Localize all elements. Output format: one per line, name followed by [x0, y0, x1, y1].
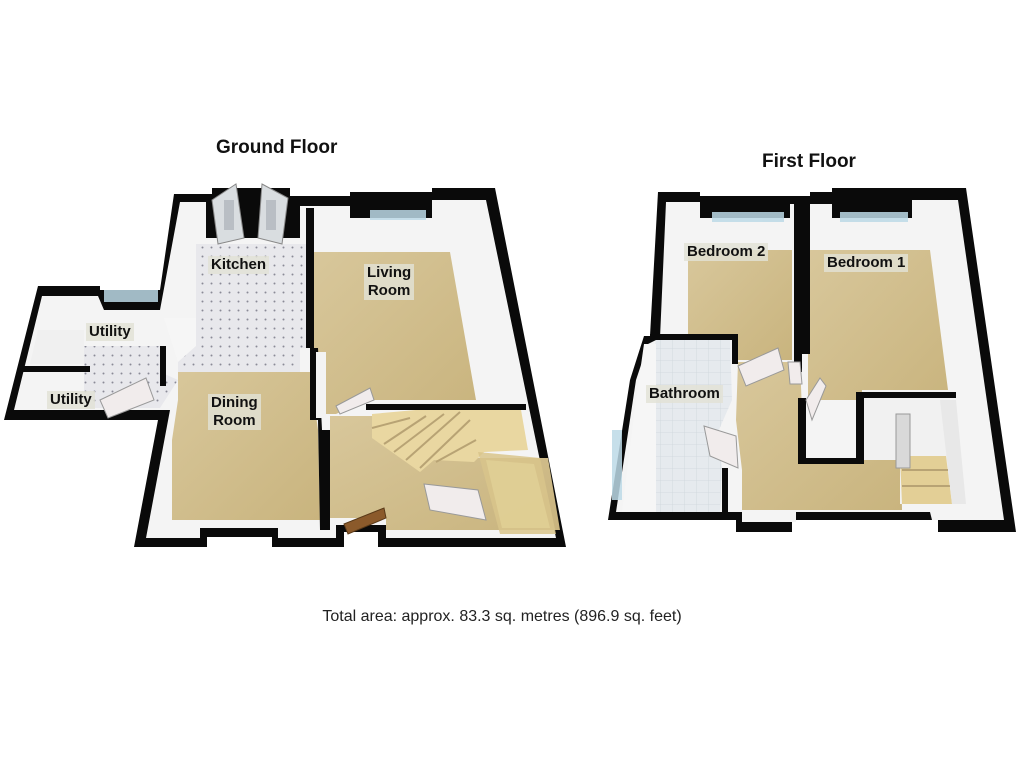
dining-room-label-line1: Dining	[211, 394, 258, 411]
ground-floor-title: Ground Floor	[216, 137, 338, 158]
first-floor-doors	[703, 347, 827, 469]
dining-kitchen-wall-left	[160, 346, 166, 386]
first-floor-internal-walls	[650, 204, 956, 520]
first-floor-title: First Floor	[762, 151, 856, 172]
dining-room-label: Dining Room	[208, 394, 261, 430]
kitchen-living-wall	[306, 208, 314, 348]
wall-face-divider	[316, 352, 326, 418]
first-floor-plan	[608, 188, 1016, 532]
kitchen-french-doors	[211, 183, 289, 245]
bedroom-1-floor	[808, 250, 948, 404]
utility-lower-label: Utility	[47, 391, 95, 409]
dining-room-label-line2: Room	[213, 412, 256, 429]
ground-floor-windows	[104, 210, 426, 302]
living-room-floor	[312, 252, 476, 414]
dining-living-wall	[310, 348, 330, 530]
bedroom-2-floor	[688, 250, 792, 360]
bedroom-1-label: Bedroom 1	[824, 254, 909, 272]
ground-floor-doors	[99, 377, 487, 535]
utility-floor	[84, 346, 178, 408]
bathroom-label: Bathroom	[646, 385, 723, 403]
living-room-label-line1: Living	[367, 264, 412, 281]
total-area-caption: Total area: approx. 83.3 sq. metres (896…	[322, 608, 682, 625]
utility-upper-floor	[30, 330, 84, 364]
kitchen-label: Kitchen	[208, 256, 270, 274]
utility-divider-wall	[22, 366, 90, 372]
bedroom-2-label: Bedroom 2	[684, 243, 769, 261]
living-room-label-line2: Room	[367, 282, 411, 299]
first-floor-stairwell	[864, 398, 966, 504]
ground-floor-plan	[4, 183, 566, 547]
living-room-label: Living Room	[364, 264, 415, 300]
first-floor-windows	[612, 212, 908, 500]
kitchen-floor	[178, 244, 308, 380]
kitchen-left-wall	[164, 318, 196, 362]
ground-floor-stairs	[366, 404, 556, 534]
landing-floor	[736, 362, 902, 510]
utility-upper-label: Utility	[86, 323, 134, 341]
